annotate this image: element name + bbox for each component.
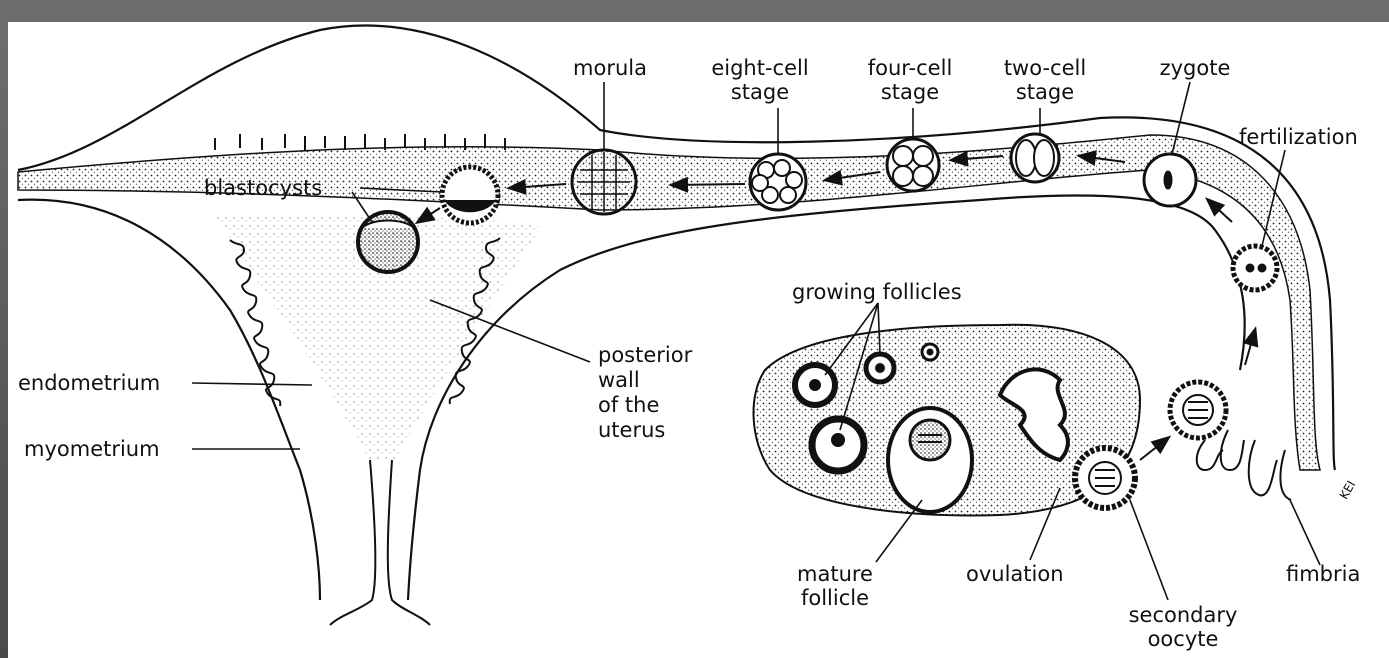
label-eight-cell-stage: eight-cell stage — [690, 56, 830, 104]
morula-cell — [572, 150, 636, 214]
label-posterior-wall-line-3: of the — [598, 393, 692, 418]
blastocyst-lower — [358, 212, 418, 272]
label-two-cell-line-2: stage — [985, 80, 1105, 104]
label-growing-follicles: growing follicles — [792, 280, 962, 304]
label-two-cell-stage: two-cell stage — [985, 56, 1105, 104]
label-mature-follicle: mature follicle — [780, 562, 890, 610]
label-secondary-oocyte-line-1: secondary — [1108, 603, 1258, 627]
label-eight-cell-line-2: stage — [690, 80, 830, 104]
label-fertilization: fertilization — [1239, 125, 1358, 149]
label-secondary-oocyte-line-2: oocyte — [1108, 627, 1258, 651]
label-fimbria: fimbria — [1286, 562, 1360, 586]
label-secondary-oocyte: secondary oocyte — [1108, 603, 1258, 651]
label-mature-follicle-line-2: follicle — [780, 586, 890, 610]
label-myometrium: myometrium — [24, 437, 160, 461]
blastocyst-upper — [442, 167, 498, 223]
label-posterior-wall-line-2: wall — [598, 368, 692, 393]
label-eight-cell-line-1: eight-cell — [690, 56, 830, 80]
four-cell-stage — [887, 139, 939, 191]
label-two-cell-line-1: two-cell — [985, 56, 1105, 80]
two-cell-stage — [1011, 134, 1059, 182]
eight-cell-stage — [750, 154, 806, 210]
label-four-cell-stage: four-cell stage — [845, 56, 975, 104]
fertilization-cell — [1233, 246, 1277, 290]
label-morula: morula — [560, 56, 660, 80]
label-zygote: zygote — [1140, 56, 1250, 80]
label-blastocysts: blastocysts — [204, 176, 322, 200]
label-ovulation: ovulation — [966, 562, 1064, 586]
fimbriae — [1197, 430, 1291, 500]
label-posterior-wall-line-4: uterus — [598, 418, 692, 443]
label-mature-follicle-line-1: mature — [780, 562, 890, 586]
cervical-canal — [330, 460, 430, 625]
label-four-cell-line-2: stage — [845, 80, 975, 104]
uterus-outline — [18, 26, 1335, 600]
label-endometrium: endometrium — [18, 371, 160, 395]
label-posterior-wall-line-1: posterior — [598, 343, 692, 368]
label-posterior-wall: posterior wall of the uterus — [598, 343, 692, 443]
label-four-cell-line-1: four-cell — [845, 56, 975, 80]
zygote — [1144, 154, 1196, 206]
